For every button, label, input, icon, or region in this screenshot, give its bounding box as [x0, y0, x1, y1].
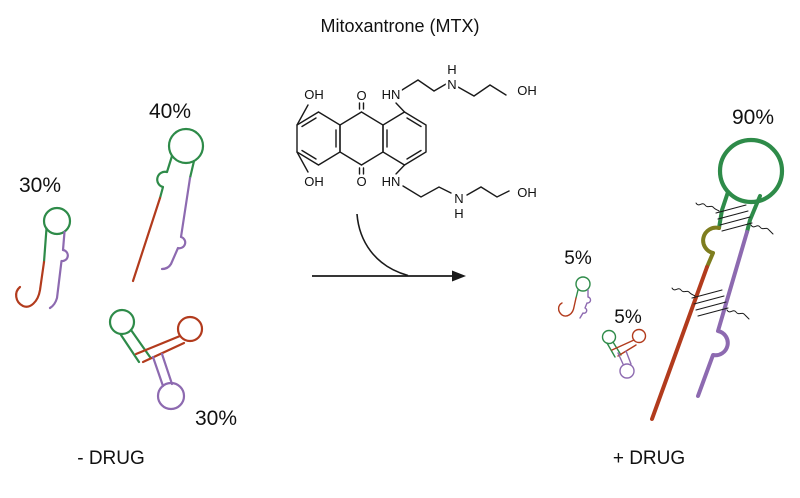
right-ring — [382, 111, 427, 166]
junction-loop-green — [108, 308, 136, 336]
atom-oh-top-end: OH — [517, 83, 537, 98]
top-hn-bond — [395, 102, 406, 113]
left-strand-tail — [650, 265, 709, 421]
junction-loop-green — [601, 329, 617, 345]
stem-left-strand — [42, 227, 48, 264]
top-side-chain — [401, 79, 507, 97]
reaction-arrow — [312, 213, 466, 282]
left-bulge — [701, 225, 721, 269]
structure-extended-hairpin-40 — [131, 127, 205, 283]
top-carbonyl — [358, 102, 365, 110]
dangling-end — [557, 297, 577, 317]
bottom-carbonyl — [358, 167, 365, 175]
percent-label: 90% — [732, 106, 774, 129]
percent-label: 5% — [564, 248, 592, 269]
left-ring — [296, 111, 341, 166]
intercalation-site-2 — [671, 287, 750, 320]
percent-label: 40% — [149, 100, 191, 123]
right-ring-double-bonds — [386, 117, 422, 160]
percent-label: 30% — [195, 407, 237, 430]
top-oh-bond — [296, 104, 309, 126]
hairpin-loop — [575, 276, 591, 292]
junction-stem-purple — [151, 352, 174, 388]
junction-loop-red — [176, 315, 204, 343]
junction-loop-purple — [156, 381, 186, 411]
junction-loop-purple — [619, 363, 635, 379]
stem-right-strand — [48, 230, 69, 310]
junction-stem-purple — [617, 350, 632, 365]
structure-small-three-way-junction-5 — [601, 328, 647, 379]
junction-stem-green — [606, 341, 622, 358]
dangling-end — [15, 260, 46, 308]
left-ring-double-bonds — [301, 117, 337, 160]
junction-stem-green — [119, 328, 152, 364]
drug-addition-curve — [356, 213, 409, 277]
structure-small-hairpin-dangling-5 — [557, 276, 592, 319]
structure-three-way-junction-30 — [108, 308, 204, 411]
stem-left-strand — [575, 289, 579, 299]
junction-stem-red — [611, 339, 637, 357]
atom-h-bottom: H — [454, 206, 463, 221]
bottom-hn-bond — [395, 164, 406, 175]
atom-oh-bottomleft: OH — [304, 174, 324, 189]
hairpin-loop — [42, 206, 72, 236]
left-strand-tail — [131, 196, 162, 283]
left-strand-bulge — [156, 154, 174, 200]
squiggle-lower-right — [726, 309, 750, 320]
right-strand — [160, 176, 192, 271]
percent-label: 5% — [614, 307, 642, 328]
right-strand — [696, 230, 749, 398]
junction-stem-red — [134, 334, 186, 364]
atom-h-top: H — [447, 62, 456, 77]
left-neck — [717, 190, 730, 230]
middle-ring — [339, 111, 384, 166]
atom-n-top: N — [447, 77, 456, 92]
structure-drug-bound-hairpin-90 — [650, 137, 785, 421]
arrow-head — [452, 270, 466, 282]
atom-o-bottom: O — [356, 174, 366, 189]
squiggle-lower-right — [750, 224, 774, 235]
right-strand-neck — [188, 159, 196, 180]
hairpin-loop — [167, 127, 205, 165]
caption-plus-drug: + DRUG — [613, 448, 685, 469]
atom-hn-bottom: HN — [382, 174, 401, 189]
bottom-side-chain — [402, 185, 510, 198]
atom-o-top: O — [356, 88, 366, 103]
structure-hairpin-dangling-30 — [15, 206, 72, 310]
junction-loop-red — [631, 328, 647, 344]
mitoxantrone-structure: OH OH O O HN HN N H N H OH OH — [296, 60, 539, 224]
intercalated-drug-stack — [715, 204, 753, 232]
hairpin-loop — [717, 137, 785, 205]
percent-label: 30% — [19, 174, 61, 197]
bottom-oh-bond — [296, 151, 309, 173]
atom-oh-topleft: OH — [304, 87, 324, 102]
stem-right-strand — [579, 289, 592, 319]
figure-title: Mitoxantrone (MTX) — [320, 16, 479, 36]
right-neck — [745, 194, 762, 234]
caption-minus-drug: - DRUG — [77, 448, 145, 469]
atom-hn-top: HN — [382, 87, 401, 102]
squiggle-upper-left — [671, 287, 696, 297]
intercalation-site-1 — [695, 202, 774, 235]
atom-n-bottom: N — [454, 191, 463, 206]
intercalated-drug-stack — [691, 289, 729, 317]
atom-oh-bottom-end: OH — [517, 185, 537, 200]
squiggle-upper-left — [695, 202, 720, 212]
